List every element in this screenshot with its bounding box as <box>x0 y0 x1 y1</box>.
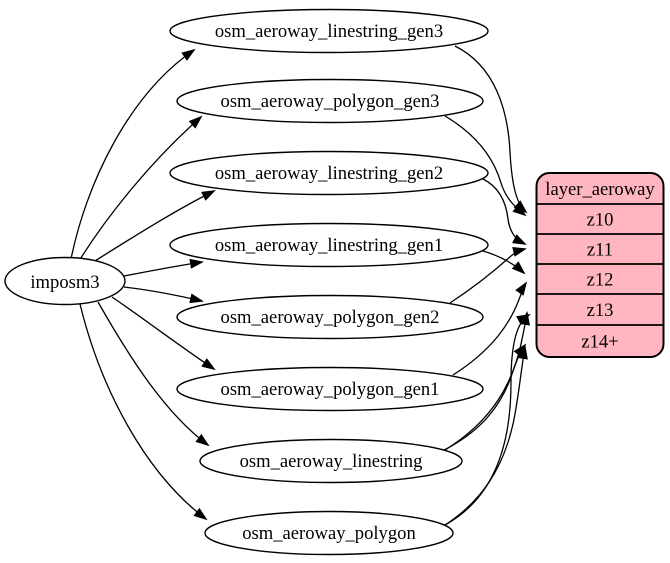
edge-osm-aeroway-polygon-to-z14 <box>441 345 528 528</box>
edge-imposm3-to-osm-aeroway-linestring-gen3 <box>70 48 196 260</box>
node-osm-aeroway-linestring: osm_aeroway_linestring <box>199 438 463 484</box>
edge-osm-aeroway-polygon-gen1-to-z12 <box>452 281 528 376</box>
table-label: osm_aeroway_polygon_gen1 <box>221 379 440 400</box>
edges-to-layer-aeroway <box>439 45 531 528</box>
imposm3-ellipse <box>4 256 126 306</box>
record-title: layer_aeroway <box>545 179 655 200</box>
node-osm-aeroway-linestring-gen1: osm_aeroway_linestring_gen1 <box>169 222 489 268</box>
record-row-z14: z14+ <box>581 332 618 353</box>
record-layer-aeroway: layer_aeroway z10 z11 z12 z13 z14+ <box>535 172 665 358</box>
edges-from-imposm3 <box>70 48 216 521</box>
table-ellipse <box>169 8 489 54</box>
edge-imposm3-to-osm-aeroway-linestring <box>97 301 210 447</box>
edge-imposm3-to-osm-aeroway-polygon <box>79 303 208 521</box>
edge-imposm3-to-osm-aeroway-linestring-gen2 <box>89 190 216 265</box>
node-osm-aeroway-linestring-gen2: osm_aeroway_linestring_gen2 <box>169 150 489 196</box>
edge-imposm3-to-osm-aeroway-polygon-gen2 <box>123 286 204 304</box>
node-imposm3: imposm3 <box>4 256 126 306</box>
table-label: osm_aeroway_polygon <box>242 523 416 544</box>
node-osm-aeroway-polygon-gen3: osm_aeroway_polygon_gen3 <box>176 78 484 124</box>
table-ellipse <box>176 294 484 340</box>
imposm3-label: imposm3 <box>30 272 99 293</box>
table-ellipse <box>176 366 484 412</box>
table-ellipse <box>176 78 484 124</box>
table-label: osm_aeroway_linestring <box>240 451 423 472</box>
edge-imposm3-to-osm-aeroway-linestring-gen1 <box>123 258 204 277</box>
record-row-z11: z11 <box>587 240 613 261</box>
edge-imposm3-to-osm-aeroway-polygon-gen1 <box>111 296 216 371</box>
record-row-z10: z10 <box>587 210 614 231</box>
edge-osm-aeroway-polygon-gen2-to-z11 <box>449 247 527 304</box>
node-osm-aeroway-polygon-gen2: osm_aeroway_polygon_gen2 <box>176 294 484 340</box>
edge-imposm3-to-osm-aeroway-polygon-gen3 <box>78 115 203 262</box>
table-label: osm_aeroway_linestring_gen3 <box>215 21 443 42</box>
table-label: osm_aeroway_linestring_gen2 <box>215 163 443 184</box>
table-label: osm_aeroway_polygon_gen2 <box>221 307 440 328</box>
edge-osm-aeroway-polygon-to-z13 <box>444 314 531 526</box>
record-row-z13: z13 <box>587 300 614 321</box>
node-osm-aeroway-polygon: osm_aeroway_polygon <box>204 510 454 556</box>
table-ellipse <box>204 510 454 556</box>
node-osm-aeroway-linestring-gen3: osm_aeroway_linestring_gen3 <box>169 8 489 54</box>
edge-osm-aeroway-linestring-gen1-to-z12 <box>482 250 526 275</box>
record-row-z12: z12 <box>587 270 614 291</box>
table-label: osm_aeroway_polygon_gen3 <box>221 91 440 112</box>
table-ellipse <box>199 438 463 484</box>
table-ellipse <box>169 222 489 268</box>
edge-osm-aeroway-polygon-gen3-to-z10 <box>444 115 527 217</box>
node-osm-aeroway-polygon-gen1: osm_aeroway_polygon_gen1 <box>176 366 484 412</box>
edge-osm-aeroway-linestring-gen2-to-z11 <box>482 178 527 245</box>
record-body <box>535 172 665 358</box>
table-label: osm_aeroway_linestring_gen1 <box>215 235 443 256</box>
edge-osm-aeroway-linestring-gen3-to-z10 <box>454 45 528 214</box>
table-ellipse <box>169 150 489 196</box>
